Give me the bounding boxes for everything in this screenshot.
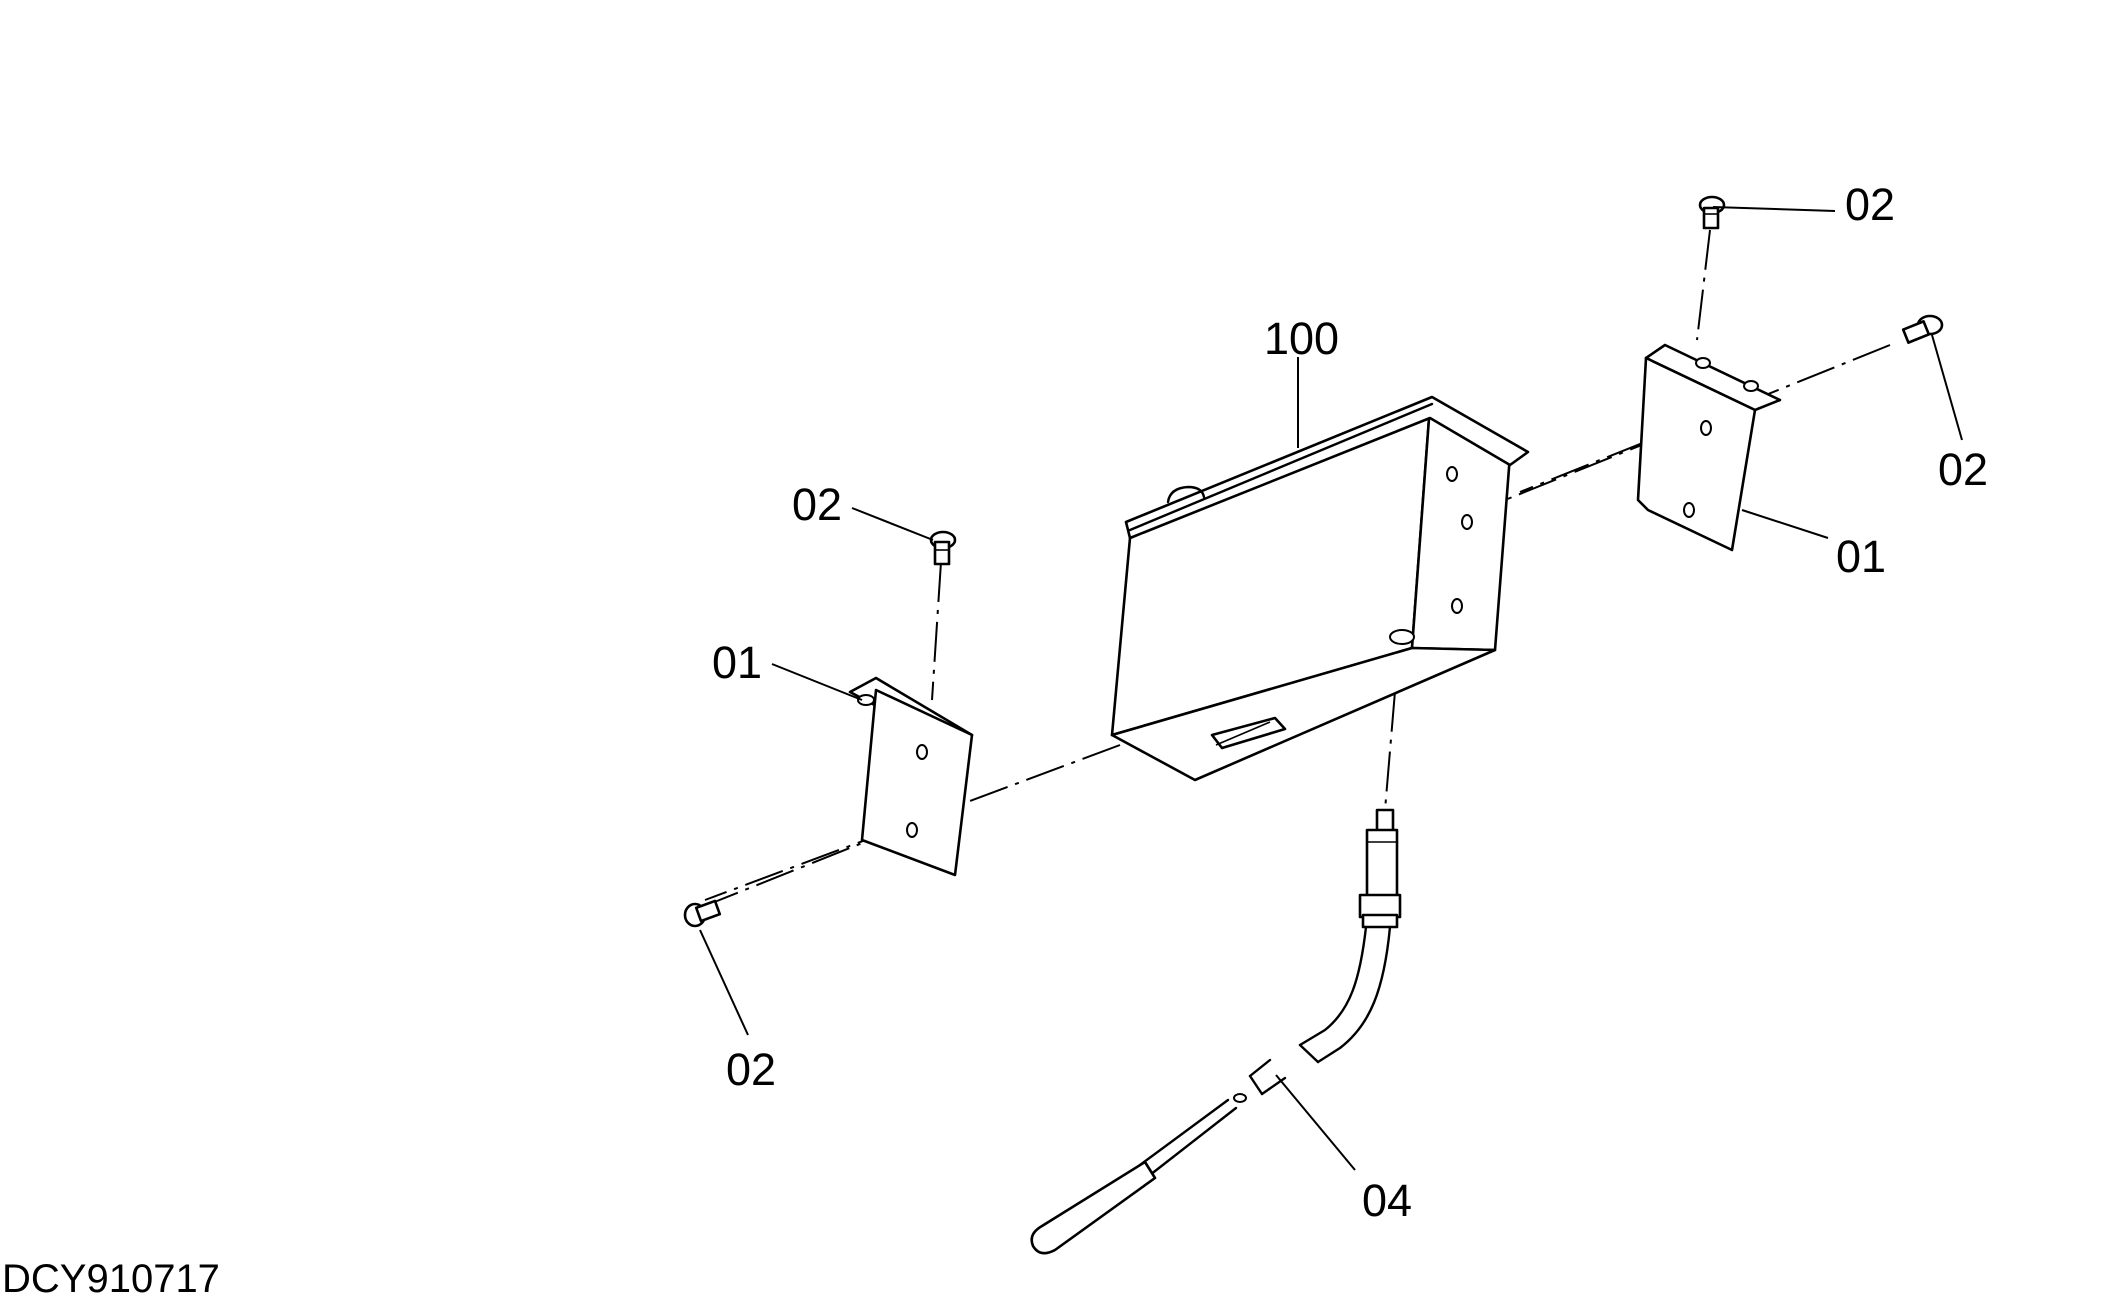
callout-02-left-top: 02 — [792, 479, 842, 530]
callout-02-top-right: 02 — [1845, 179, 1895, 230]
screw-left-top — [929, 530, 957, 566]
screw-left-bottom — [683, 899, 722, 928]
callout-02-right: 02 — [1938, 444, 1988, 495]
callout-04: 04 — [1362, 1175, 1412, 1226]
sensor-cable — [1030, 808, 1402, 1255]
drawing-reference-code: DCY910717 — [2, 1257, 220, 1301]
callout-100: 100 — [1264, 313, 1339, 364]
bracket-left — [848, 676, 974, 877]
leader-lines — [699, 206, 1963, 1171]
screw-top-right — [1698, 195, 1726, 230]
electrical-box — [1110, 395, 1530, 782]
bracket-right — [1636, 343, 1782, 552]
screw-right — [1901, 314, 1944, 344]
callout-02-left-bottom: 02 — [726, 1044, 776, 1095]
callout-01-left: 01 — [712, 637, 762, 688]
callout-01-right: 01 — [1836, 531, 1886, 582]
